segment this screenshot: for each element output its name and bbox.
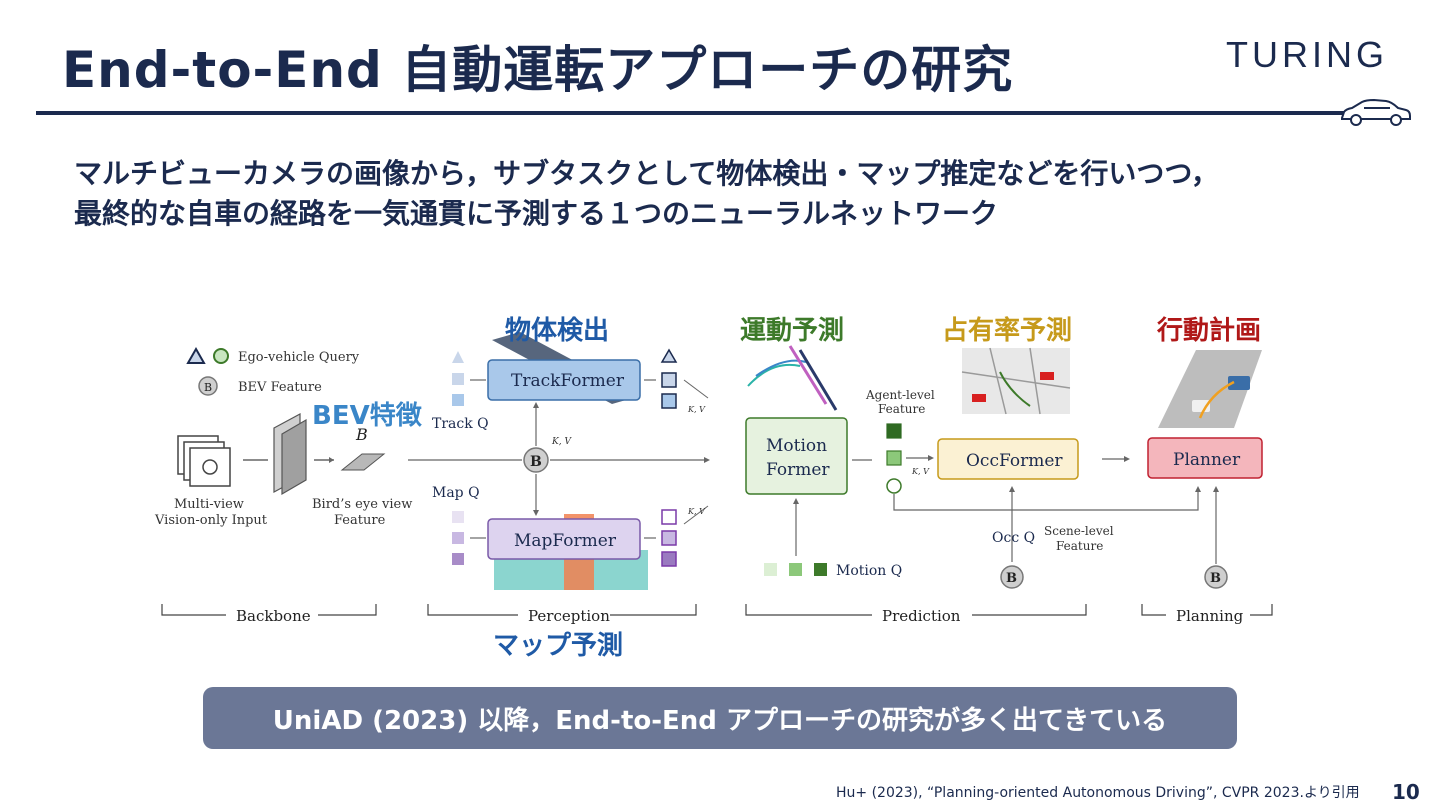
title-underline	[36, 111, 1346, 115]
occformer-box	[937, 438, 1079, 480]
bev-node-icon	[523, 447, 549, 473]
category-planning: 行動計画	[1157, 316, 1262, 346]
bev-label-1: Bird’s eye view	[312, 497, 412, 512]
category-motion: 運動予測	[740, 316, 845, 346]
svg-text:B: B	[530, 454, 542, 470]
mapformer-label: MapFormer	[514, 531, 617, 551]
agent-level-label-2: Feature	[878, 402, 925, 416]
agent-level-label-1: Agent-level	[865, 388, 935, 402]
svg-text:B: B	[1210, 571, 1221, 586]
occ-q-label: Occ Q	[992, 530, 1035, 546]
trackformer-label: TrackFormer	[511, 371, 625, 391]
slide-title: End-to-End 自動運転アプローチの研究	[62, 41, 1014, 99]
stage-perception: Perception	[528, 607, 610, 625]
map-q-label: Map Q	[432, 485, 480, 501]
backbone-feature-icon	[281, 418, 307, 496]
mapformer-box	[487, 518, 641, 560]
category-occupancy: 占有率予測	[942, 316, 1073, 346]
bev-legend-symbol: B	[204, 381, 212, 394]
occformer-label: OccFormer	[966, 451, 1063, 471]
bev-label-2: Feature	[334, 513, 386, 528]
category-bev: BEV特徴	[312, 401, 422, 431]
motion-former-label-2: Former	[766, 460, 830, 480]
slide-subtitle: マルチビューカメラの画像から，サブタスクとして物体検出・マップ推定などを行いつつ…	[74, 154, 1219, 234]
legend-bev-feature: BEV Feature	[238, 380, 322, 395]
bev-legend-icon	[198, 376, 218, 396]
summary-banner: UniAD (2023) 以降，End-to-End アプローチの研究が多く出て…	[203, 687, 1237, 749]
ego-query-circle-icon	[213, 348, 229, 364]
ego-query-triangle-icon	[186, 346, 206, 364]
bev-letter: B	[355, 425, 368, 444]
stage-backbone: Backbone	[236, 607, 311, 625]
svg-text:K, V: K, V	[911, 467, 930, 476]
legend-ego-query: Ego-vehicle Query	[238, 350, 360, 365]
category-map: マップ予測	[493, 631, 624, 661]
stage-prediction: Prediction	[882, 607, 961, 625]
planner-box	[1147, 437, 1263, 479]
summary-banner-text: UniAD (2023) 以降，End-to-End アプローチの研究が多く出て…	[272, 705, 1168, 736]
input-label-1: Multi-view	[174, 497, 244, 512]
svg-text:B: B	[1006, 571, 1017, 586]
stage-planning: Planning	[1176, 607, 1244, 625]
scene-level-label-2: Feature	[1056, 539, 1103, 553]
planner-label: Planner	[1173, 450, 1241, 470]
uniad-architecture-figure: Ego-vehicle Query B BEV Feature Multi-vi…	[154, 332, 1273, 625]
motion-former-label-1: Motion	[766, 436, 827, 456]
scene-level-label-1: Scene-level	[1044, 524, 1114, 538]
subtitle-line-1: マルチビューカメラの画像から，サブタスクとして物体検出・マップ推定などを行いつつ…	[74, 157, 1219, 190]
motion-q-label: Motion Q	[836, 563, 902, 579]
kv-label-center: K, V	[551, 437, 572, 447]
svg-text:K, V: K, V	[687, 507, 706, 516]
input-label-2: Vision-only Input	[154, 513, 268, 528]
car-icon	[1341, 98, 1411, 126]
category-detection: 物体検出	[505, 316, 610, 346]
trackformer-box	[487, 359, 641, 401]
camera-icon	[189, 447, 231, 487]
planner-bev-node-icon	[1204, 565, 1228, 589]
motion-former-box	[745, 417, 848, 495]
occ-bev-node-icon	[1000, 565, 1024, 589]
bev-plane-icon	[340, 453, 386, 471]
track-q-label: Track Q	[432, 416, 489, 432]
page-number: 10	[1392, 780, 1420, 804]
citation: Hu+ (2023), “Planning-oriented Autonomou…	[836, 785, 1360, 801]
svg-text:K, V: K, V	[687, 405, 706, 414]
subtitle-line-2: 最終的な自車の経路を一気通貫に予測する１つのニューラルネットワーク	[74, 197, 999, 230]
turing-logo: TURING	[1226, 34, 1388, 75]
